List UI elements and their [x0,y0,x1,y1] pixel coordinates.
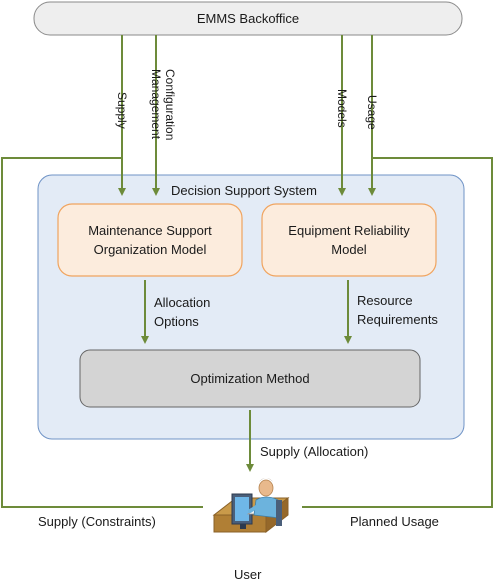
maintenance-model-box [57,203,243,277]
configuration-line2: Management [149,69,163,140]
maintenance-model-line2: Organization Model [93,242,207,257]
planned-usage-label: Planned Usage [350,514,439,529]
resource-line2: Requirements [357,312,438,327]
supply-constraints-label: Supply (Constraints) [38,514,156,529]
user-at-computer-icon [212,478,290,534]
resource-line1: Resource [357,293,413,308]
reliability-model-line1: Equipment Reliability [288,223,410,238]
supply-allocation-label: Supply (Allocation) [260,444,369,459]
allocation-line2: Options [154,314,199,329]
backoffice-box [33,1,463,36]
optimization-box [79,349,421,408]
optimization-label: Optimization Method [190,371,310,386]
user-label: User [234,567,262,582]
allocation-line1: Allocation [154,295,211,310]
feedback-loop-lines [1,157,493,508]
maintenance-model-line1: Maintenance Support [88,223,212,238]
usage-label: Usage [365,95,379,130]
dss-title: Decision Support System [171,183,317,198]
models-label: Models [335,89,349,128]
maintenance-model-label: Maintenance Support Organization Model [58,204,242,276]
backoffice-label: EMMS Backoffice [196,11,300,26]
configuration-management-label: Configuration Management [149,69,177,140]
configuration-line1: Configuration [163,69,177,141]
allocation-options-label: Allocation Options [154,293,210,331]
supply-label: Supply [115,92,129,129]
reliability-model-line2: Model [331,242,367,257]
resource-requirements-label: Resource Requirements [357,291,438,329]
reliability-model-label: Equipment Reliability Model [262,204,436,276]
reliability-model-box [261,203,437,277]
